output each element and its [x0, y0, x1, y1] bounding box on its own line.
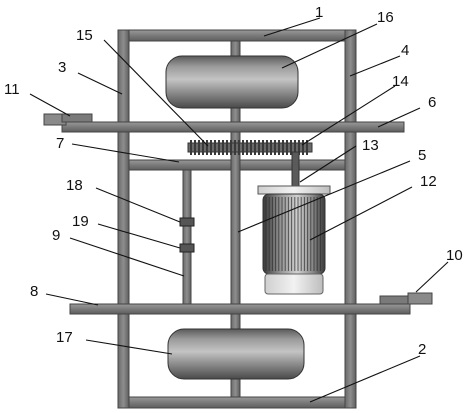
gear-tooth [306, 140, 308, 155]
leader-14 [301, 85, 396, 146]
label-4: 4 [401, 42, 409, 59]
leader-4 [349, 55, 401, 77]
label-1: 1 [315, 4, 323, 21]
upper-fitting [179, 217, 195, 227]
gear-tooth [282, 140, 284, 155]
gear-tooth [270, 140, 272, 155]
gear-rack [187, 140, 313, 155]
leader-10 [415, 261, 449, 293]
leader-9 [69, 237, 185, 277]
left-inner-rod [182, 169, 192, 309]
gear-tooth [278, 140, 280, 155]
label-10: 10 [446, 247, 463, 264]
label-18: 18 [66, 177, 83, 194]
label-2: 2 [418, 341, 426, 358]
leader-13 [299, 145, 357, 183]
gear-tooth [234, 140, 236, 155]
lower-drum [167, 328, 305, 380]
leader-12 [309, 186, 413, 241]
gear-tooth [246, 140, 248, 155]
leader-8 [45, 293, 99, 306]
gear-tooth [262, 140, 264, 155]
gear-tooth [226, 140, 228, 155]
motor-assembly [257, 151, 331, 295]
gear-tooth [274, 140, 276, 155]
gear-tooth [214, 140, 216, 155]
left-rod-assembly [179, 169, 195, 309]
gear-tooth [266, 140, 268, 155]
leader-2 [309, 355, 421, 403]
label-9: 9 [52, 227, 60, 244]
lower-crossbar [69, 303, 411, 315]
right-mounting-block [407, 292, 433, 305]
gear-tooth [202, 140, 204, 155]
label-16: 16 [377, 9, 394, 26]
motor-fins [265, 197, 321, 271]
gear-tooth [190, 140, 192, 155]
gear-tooth [210, 140, 212, 155]
leader-lines [29, 17, 449, 403]
label-15: 15 [76, 27, 93, 44]
gear-tooth [198, 140, 200, 155]
label-13: 13 [362, 137, 379, 154]
leader-17 [85, 339, 173, 355]
reference-numerals: 1 2 3 4 5 6 7 8 9 10 11 12 13 14 15 16 1… [4, 4, 463, 358]
leader-15 [103, 39, 209, 147]
central-shaft [230, 40, 241, 398]
gear-tooth [222, 140, 224, 155]
gear-tooth [242, 140, 244, 155]
gear-tooth [290, 140, 292, 155]
leader-16 [281, 23, 378, 69]
gear-tooth [254, 140, 256, 155]
label-7: 7 [56, 135, 64, 152]
right-arm-riser [379, 295, 411, 305]
gear-tooth [286, 140, 288, 155]
gear-tooth [302, 140, 304, 155]
gear-tooth [298, 140, 300, 155]
inner-frame-top-bar [128, 159, 232, 171]
label-8: 8 [30, 283, 38, 300]
label-19: 19 [72, 213, 89, 230]
leader-19 [97, 223, 181, 249]
lower-fitting [179, 243, 195, 253]
upper-crossbar-assembly [43, 113, 405, 133]
motor-base-cap [264, 273, 324, 295]
upper-drum [165, 55, 299, 109]
frame-top-bar [117, 29, 357, 42]
leader-18 [95, 187, 181, 223]
frame-left-post [117, 29, 130, 409]
lower-crossbar-assembly [69, 292, 433, 315]
frame-bottom-bar [117, 396, 357, 409]
leader-6 [377, 107, 421, 128]
leader-3 [77, 72, 123, 95]
gear-tooth [230, 140, 232, 155]
label-3: 3 [58, 59, 66, 76]
label-12: 12 [420, 173, 437, 190]
label-11: 11 [4, 81, 20, 98]
gear-tooth [194, 140, 196, 155]
leader-5 [237, 160, 411, 233]
gear-tooth [218, 140, 220, 155]
motor-top-cap [257, 185, 331, 195]
label-5: 5 [418, 147, 426, 164]
gear-tooth [250, 140, 252, 155]
leader-11 [29, 93, 71, 117]
gear-tooth [294, 140, 296, 155]
left-arm-riser [61, 113, 93, 123]
leader-1 [263, 17, 321, 37]
label-17: 17 [56, 329, 73, 346]
label-6: 6 [428, 94, 436, 111]
gear-tooth [206, 140, 208, 155]
motor-shaft [291, 151, 300, 187]
label-14: 14 [392, 73, 409, 90]
upper-crossbar [61, 121, 405, 133]
gear-tooth [258, 140, 260, 155]
gear-tooth [238, 140, 240, 155]
leader-7 [71, 143, 180, 163]
